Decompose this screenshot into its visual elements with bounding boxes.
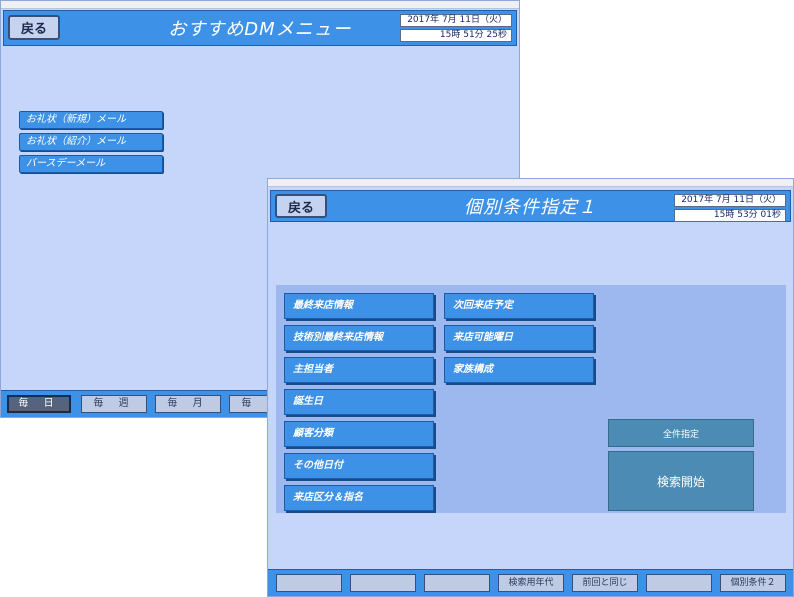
function-button-3[interactable] <box>424 574 490 592</box>
header-bar: 戻る 個別条件指定１ 2017年 7月 11日（火） 15時 53分 01秒 <box>270 190 791 222</box>
menu-thanks-referral-mail[interactable]: お礼状（紹介）メール <box>19 133 163 151</box>
tab-weekly[interactable]: 毎 週 <box>81 395 147 413</box>
cond-last-visit[interactable]: 最終来店情報 <box>284 293 434 319</box>
function-button-2[interactable] <box>350 574 416 592</box>
tab-daily[interactable]: 毎 日 <box>7 395 71 413</box>
cond-visit-type-nomination[interactable]: 来店区分＆指名 <box>284 485 434 511</box>
header-bar: 戻る おすすめDMメニュー 2017年 7月 11日（火） 15時 51分 25… <box>3 10 517 46</box>
tab-monthly[interactable]: 毎 月 <box>155 395 221 413</box>
individual-condition-2-button[interactable]: 個別条件２ <box>720 574 786 592</box>
time-display: 15時 53分 01秒 <box>674 209 786 222</box>
menu-thanks-new-mail[interactable]: お礼状（新規）メール <box>19 111 163 129</box>
cond-other-date[interactable]: その他日付 <box>284 453 434 479</box>
individual-condition-window: 戻る 個別条件指定１ 2017年 7月 11日（火） 15時 53分 01秒 最… <box>267 178 794 597</box>
datetime-display: 2017年 7月 11日（火） 15時 51分 25秒 <box>400 14 512 44</box>
cond-main-staff[interactable]: 主担当者 <box>284 357 434 383</box>
search-start-button[interactable]: 検索開始 <box>608 451 754 511</box>
window-titlebar <box>268 179 793 187</box>
back-button[interactable]: 戻る <box>8 15 60 40</box>
cond-birthday[interactable]: 誕生日 <box>284 389 434 415</box>
time-display: 15時 51分 25秒 <box>400 29 512 42</box>
same-as-last-button[interactable]: 前回と同じ <box>572 574 638 592</box>
cond-available-weekday[interactable]: 来店可能曜日 <box>444 325 594 351</box>
menu-birthday-mail[interactable]: バースデーメール <box>19 155 163 173</box>
condition-panel: 最終来店情報 技術別最終来店情報 主担当者 誕生日 顧客分類 その他日付 来店区… <box>276 285 786 513</box>
cond-next-visit-plan[interactable]: 次回来店予定 <box>444 293 594 319</box>
date-display: 2017年 7月 11日（火） <box>674 194 786 207</box>
search-age-button[interactable]: 検索用年代 <box>498 574 564 592</box>
function-button-1[interactable] <box>276 574 342 592</box>
function-bar: 検索用年代 前回と同じ 個別条件２ <box>268 569 793 596</box>
cond-last-visit-by-service[interactable]: 技術別最終来店情報 <box>284 325 434 351</box>
datetime-display: 2017年 7月 11日（火） 15時 53分 01秒 <box>674 194 786 224</box>
window-titlebar <box>1 1 519 9</box>
back-button[interactable]: 戻る <box>275 194 327 218</box>
select-all-button[interactable]: 全件指定 <box>608 419 754 447</box>
function-button-6[interactable] <box>646 574 712 592</box>
date-display: 2017年 7月 11日（火） <box>400 14 512 27</box>
cond-customer-category[interactable]: 顧客分類 <box>284 421 434 447</box>
cond-family-structure[interactable]: 家族構成 <box>444 357 594 383</box>
